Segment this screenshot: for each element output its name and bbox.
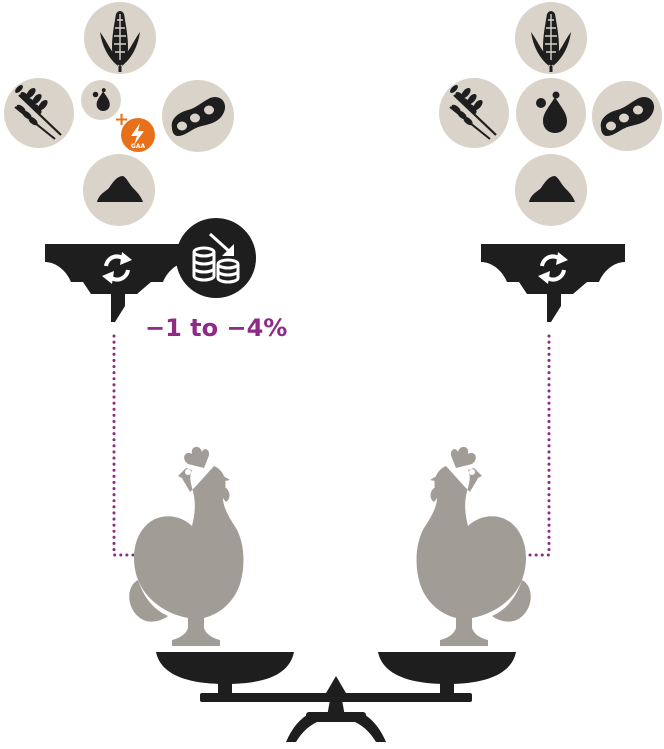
oil-drops-icon <box>516 78 586 148</box>
chicken-icon <box>129 447 243 646</box>
soybean-icon <box>592 81 662 151</box>
balance-scale-icon <box>156 652 516 742</box>
left-dotted-connector <box>114 336 155 555</box>
left-feed-ingredients: + GAA <box>4 2 234 226</box>
right-feed-mixer <box>481 244 625 322</box>
right-dotted-connector <box>516 336 549 555</box>
corn-icon <box>515 2 587 74</box>
corn-icon <box>84 2 156 74</box>
cost-savings-label: −1 to −4% <box>145 314 287 342</box>
wheat-icon <box>4 78 74 148</box>
additive-badge: GAA <box>121 118 155 152</box>
powder-icon <box>515 154 587 226</box>
coins-down-icon <box>176 218 256 298</box>
left-feed-mixer <box>45 244 189 322</box>
soybean-icon <box>162 80 234 152</box>
right-feed-ingredients <box>439 2 662 226</box>
powder-icon <box>83 154 155 226</box>
chicken-icon <box>417 447 531 646</box>
additive-badge-label: GAA <box>131 143 146 150</box>
wheat-icon <box>439 78 509 148</box>
